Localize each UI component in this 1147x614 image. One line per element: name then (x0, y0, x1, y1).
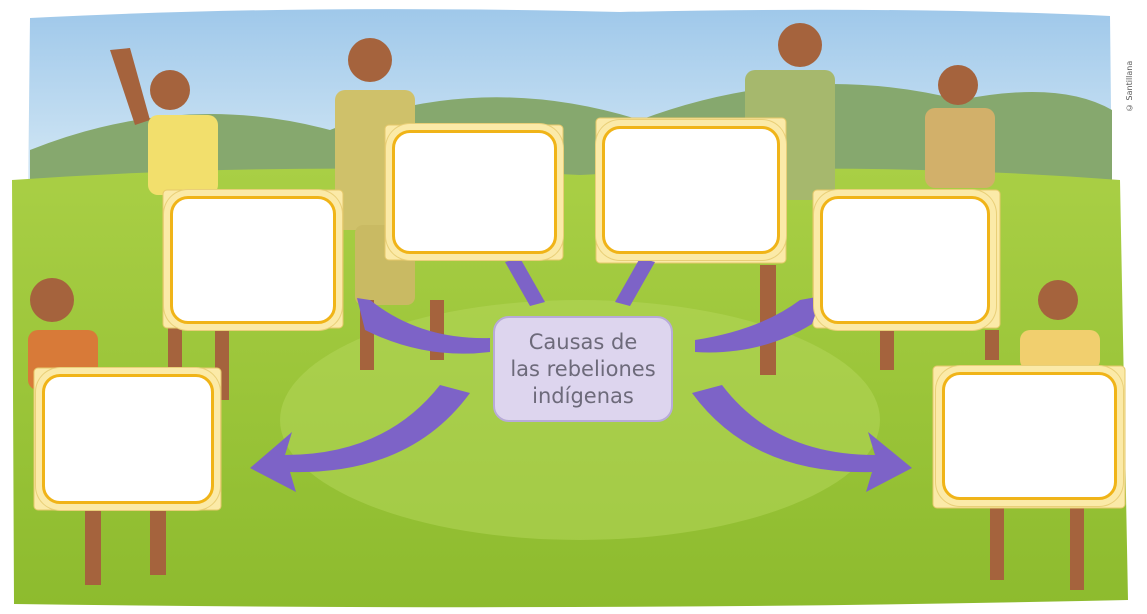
arrow-to-box-1 (357, 298, 490, 354)
answer-box-5[interactable] (42, 374, 214, 504)
center-topic-line-2: las rebeliones (510, 356, 656, 381)
arrow-to-box-3 (615, 258, 655, 306)
center-topic-line-1: Causas de (528, 329, 638, 354)
arrow-to-box-4 (695, 296, 822, 353)
arrow-to-box-2 (505, 258, 545, 306)
answer-box-1[interactable] (170, 196, 336, 324)
arrow-to-box-6 (692, 385, 912, 492)
arrow-to-box-5 (250, 385, 470, 492)
center-topic-box: Causas de las rebeliones indígenas (493, 316, 673, 422)
figure-right-back (880, 65, 999, 370)
center-topic-line-3: indígenas (532, 383, 634, 408)
arrows (250, 258, 912, 492)
figure-right-front (990, 280, 1100, 590)
copyright-credit: © Santillana (1125, 60, 1134, 112)
answer-box-4[interactable] (820, 196, 990, 324)
answer-box-6[interactable] (942, 372, 1117, 500)
answer-box-2[interactable] (392, 130, 557, 254)
answer-box-3[interactable] (602, 126, 780, 254)
